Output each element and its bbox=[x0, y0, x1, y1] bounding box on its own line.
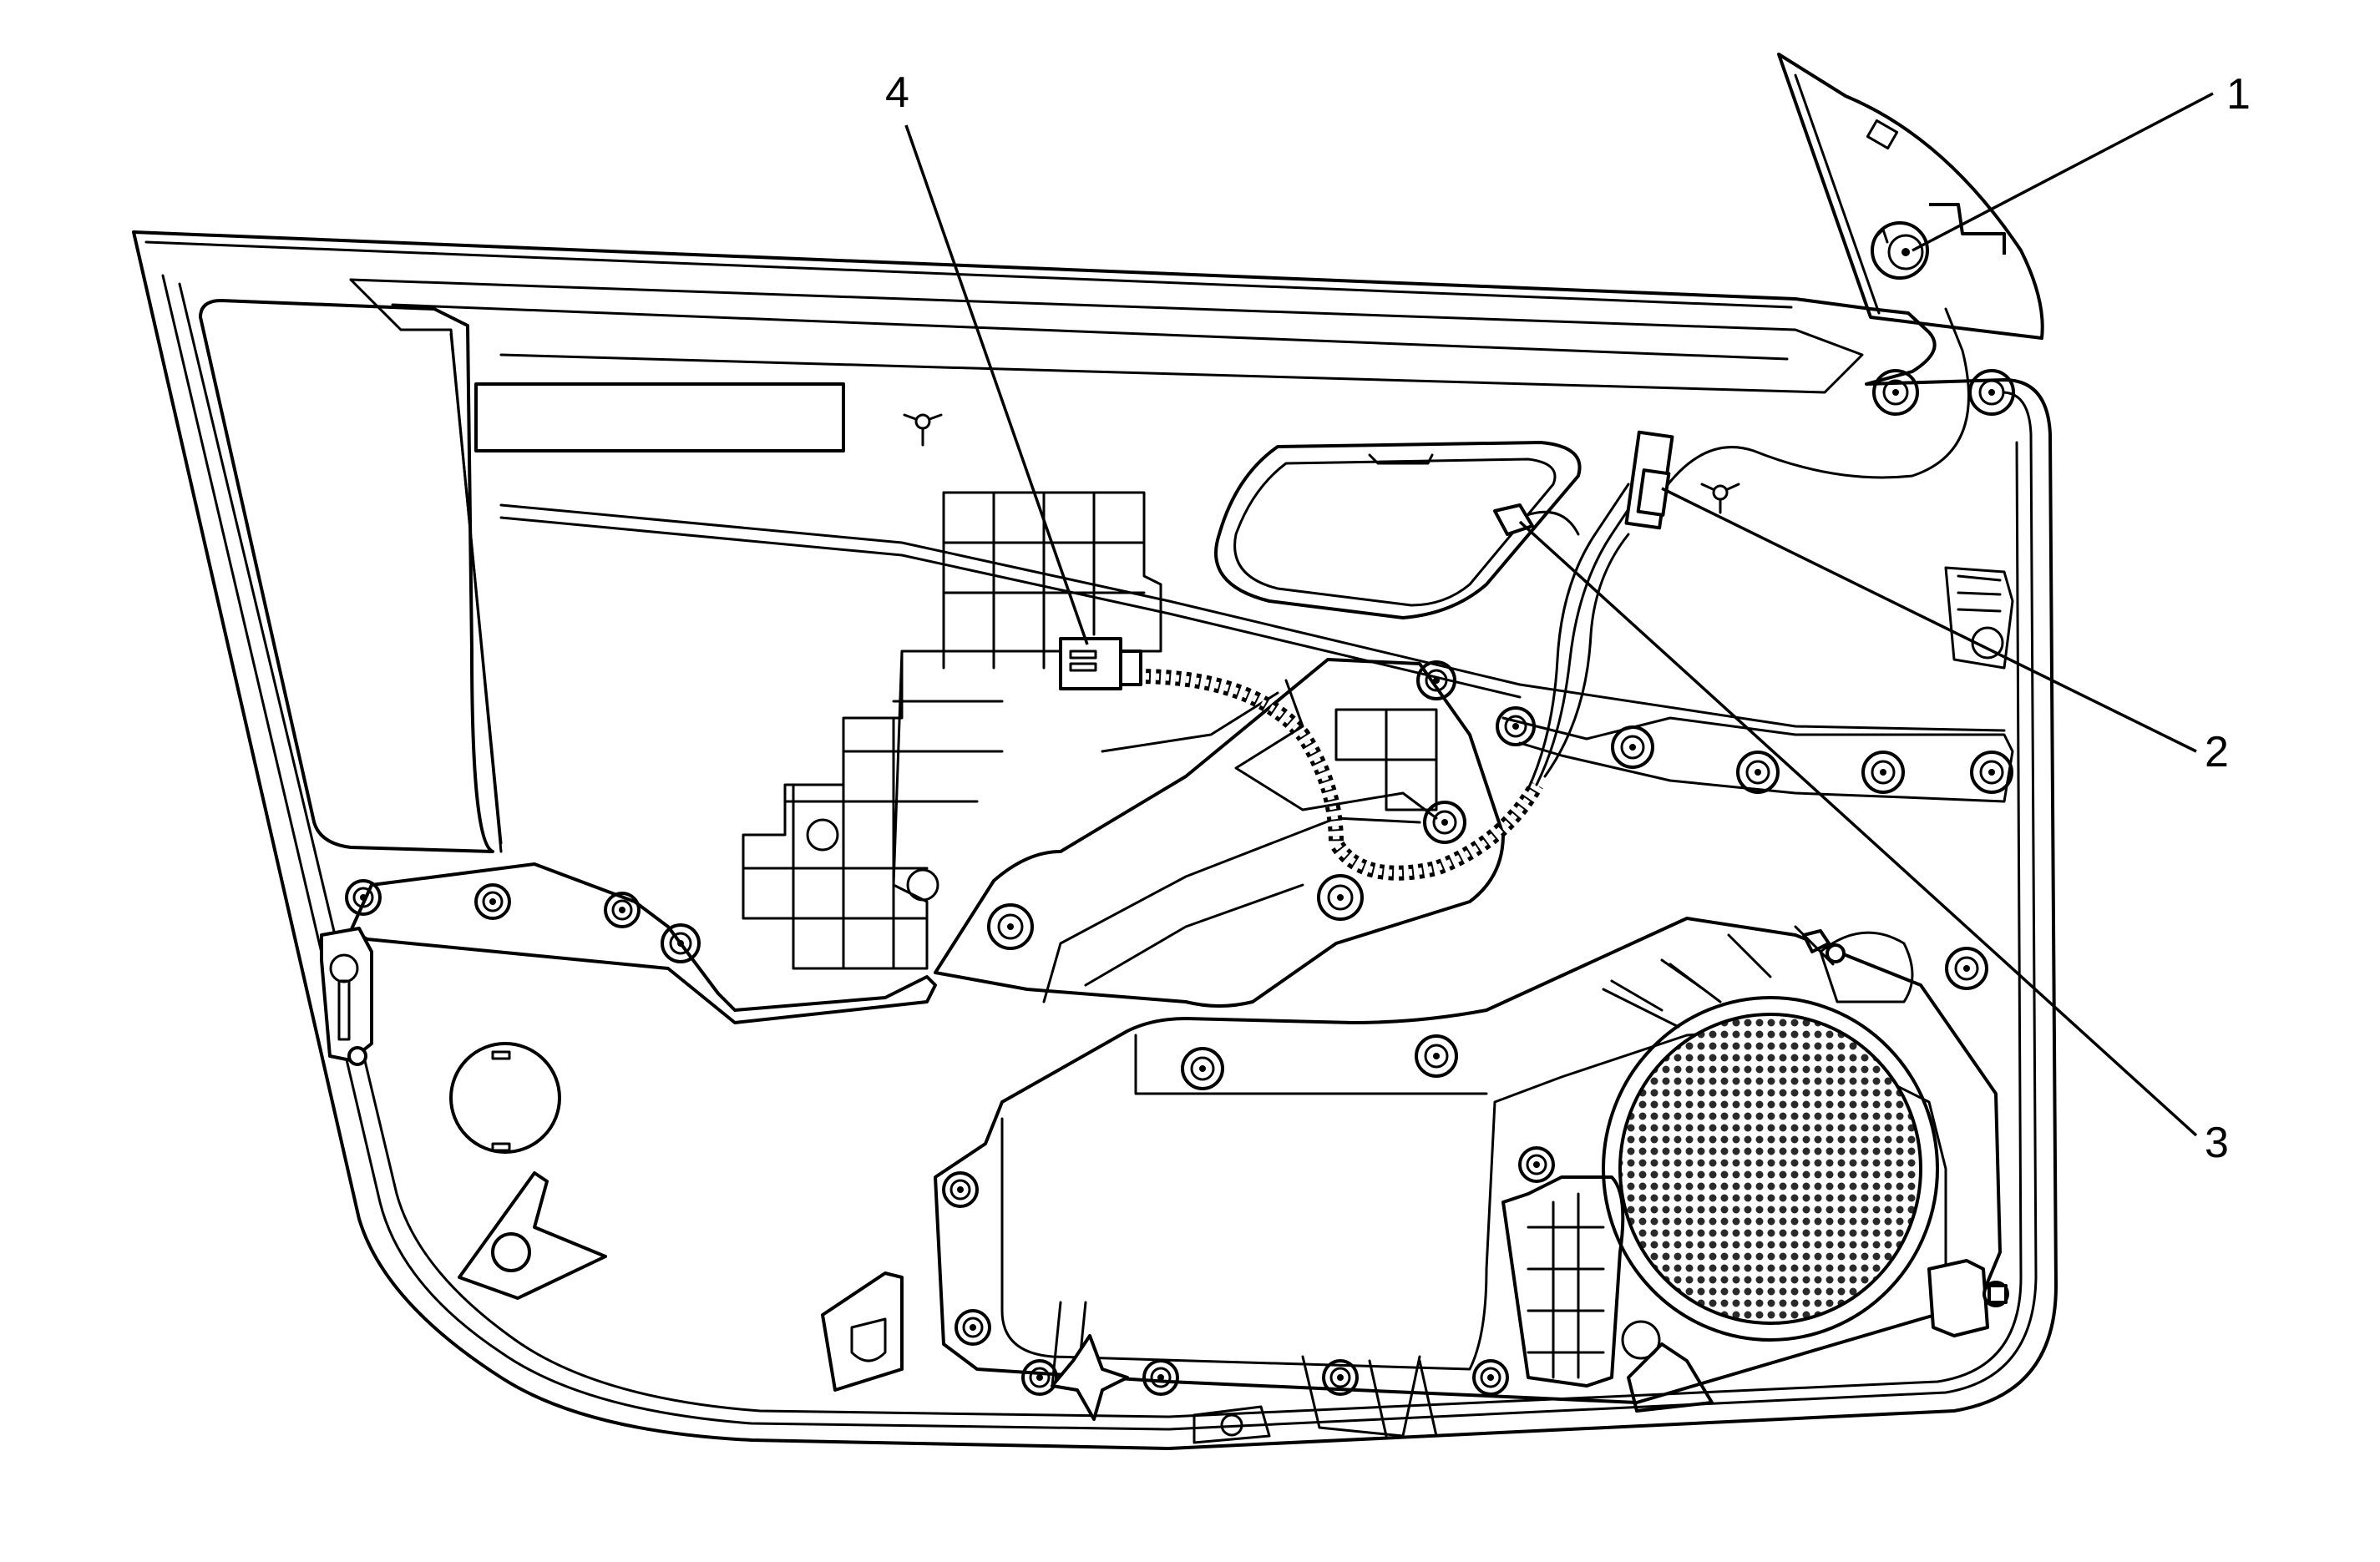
label-plate bbox=[474, 382, 845, 452]
wiring-harness bbox=[1135, 307, 1970, 881]
leader-2 bbox=[1661, 487, 2197, 753]
inner-handle-opening bbox=[1214, 441, 1582, 619]
leader-4 bbox=[904, 124, 1089, 645]
leader-1 bbox=[1912, 92, 2214, 252]
upper-push-pin-retainer bbox=[1871, 221, 1929, 280]
access-plug bbox=[449, 1042, 561, 1154]
leader-3 bbox=[1518, 520, 2198, 1137]
sound-deadener-grid bbox=[742, 491, 1162, 970]
lower-vent-grid bbox=[1501, 1175, 1714, 1413]
callout-2: 2 bbox=[2205, 728, 2229, 776]
callout-4: 4 bbox=[885, 68, 909, 117]
center-bracket bbox=[934, 658, 1505, 1008]
belt-molding bbox=[349, 278, 2006, 732]
y-clips bbox=[903, 413, 1740, 514]
callout-1: 1 bbox=[2226, 70, 2251, 119]
fastener-bosses bbox=[345, 369, 2015, 1396]
window-switch-connector bbox=[1624, 430, 1674, 530]
map-pocket-left bbox=[199, 278, 503, 853]
callout-leaders bbox=[904, 92, 2214, 1137]
mirror-connector bbox=[1493, 503, 1534, 536]
door-harness-connector bbox=[1059, 637, 1142, 690]
mirror-sail-panel bbox=[1777, 53, 2044, 340]
speaker-slits bbox=[1602, 925, 1835, 1029]
callout-3: 3 bbox=[2205, 1119, 2229, 1167]
speaker-grille bbox=[1602, 996, 1939, 1342]
lower-bracket bbox=[349, 716, 2014, 1024]
retaining-clips bbox=[320, 203, 2014, 1444]
